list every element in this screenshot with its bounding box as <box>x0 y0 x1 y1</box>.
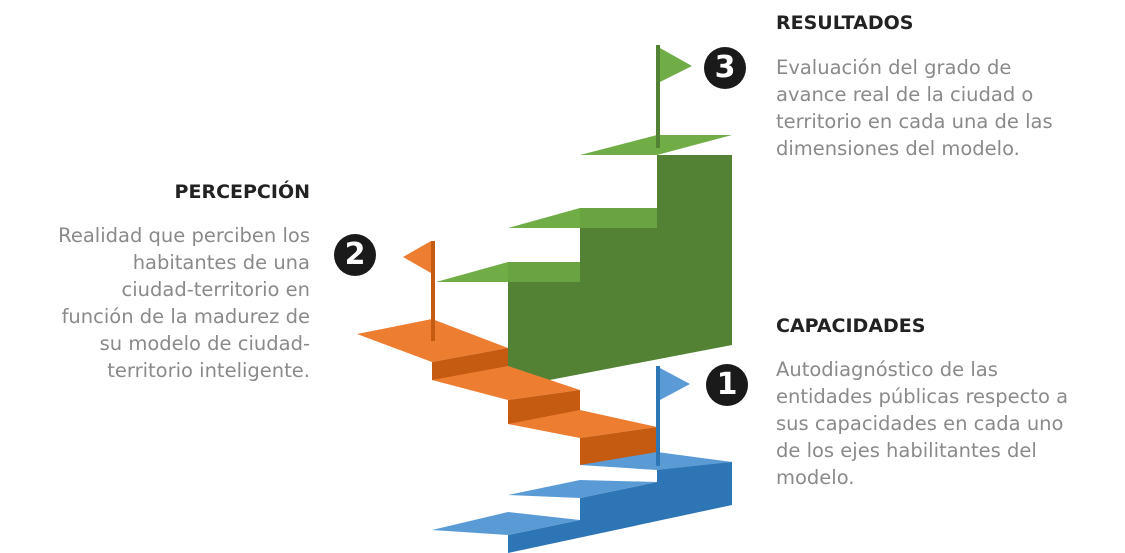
flag-1-banner <box>660 368 690 400</box>
flag-3-banner <box>660 48 692 82</box>
blue-stairs <box>432 452 732 553</box>
step-1-title: CAPACIDADES <box>776 315 926 337</box>
green-riser-1 <box>508 262 580 282</box>
flag-2-banner <box>403 241 431 273</box>
step-2-description: Realidad que perciben los habitantes de … <box>58 224 310 382</box>
flag-1-pole <box>656 366 660 466</box>
step-3-title: RESULTADOS <box>776 12 914 34</box>
blue-side-face <box>508 462 732 553</box>
orange-tread-3 <box>508 410 657 438</box>
blue-tread-1 <box>432 512 580 535</box>
step-1-badge: 1 <box>706 364 748 406</box>
step-2-badge: 2 <box>334 234 376 276</box>
green-side-face <box>508 155 732 388</box>
flag-3 <box>656 45 692 148</box>
flag-1 <box>656 366 690 466</box>
step-1-description: Autodiagnóstico de las entidades pública… <box>776 358 1069 489</box>
green-riser-2 <box>580 208 657 228</box>
step-3-description: Evaluación del grado de avance real de l… <box>776 56 1053 160</box>
orange-stairs <box>357 319 657 465</box>
flag-2-pole <box>431 241 435 341</box>
step-3-badge: 3 <box>704 47 746 89</box>
flag-3-pole <box>656 45 660 148</box>
orange-tread-2 <box>432 366 580 400</box>
flag-2 <box>403 241 435 341</box>
step-2-title: PERCEPCIÓN <box>174 181 310 203</box>
blue-tread-2 <box>508 480 657 498</box>
green-stairs <box>436 135 732 388</box>
